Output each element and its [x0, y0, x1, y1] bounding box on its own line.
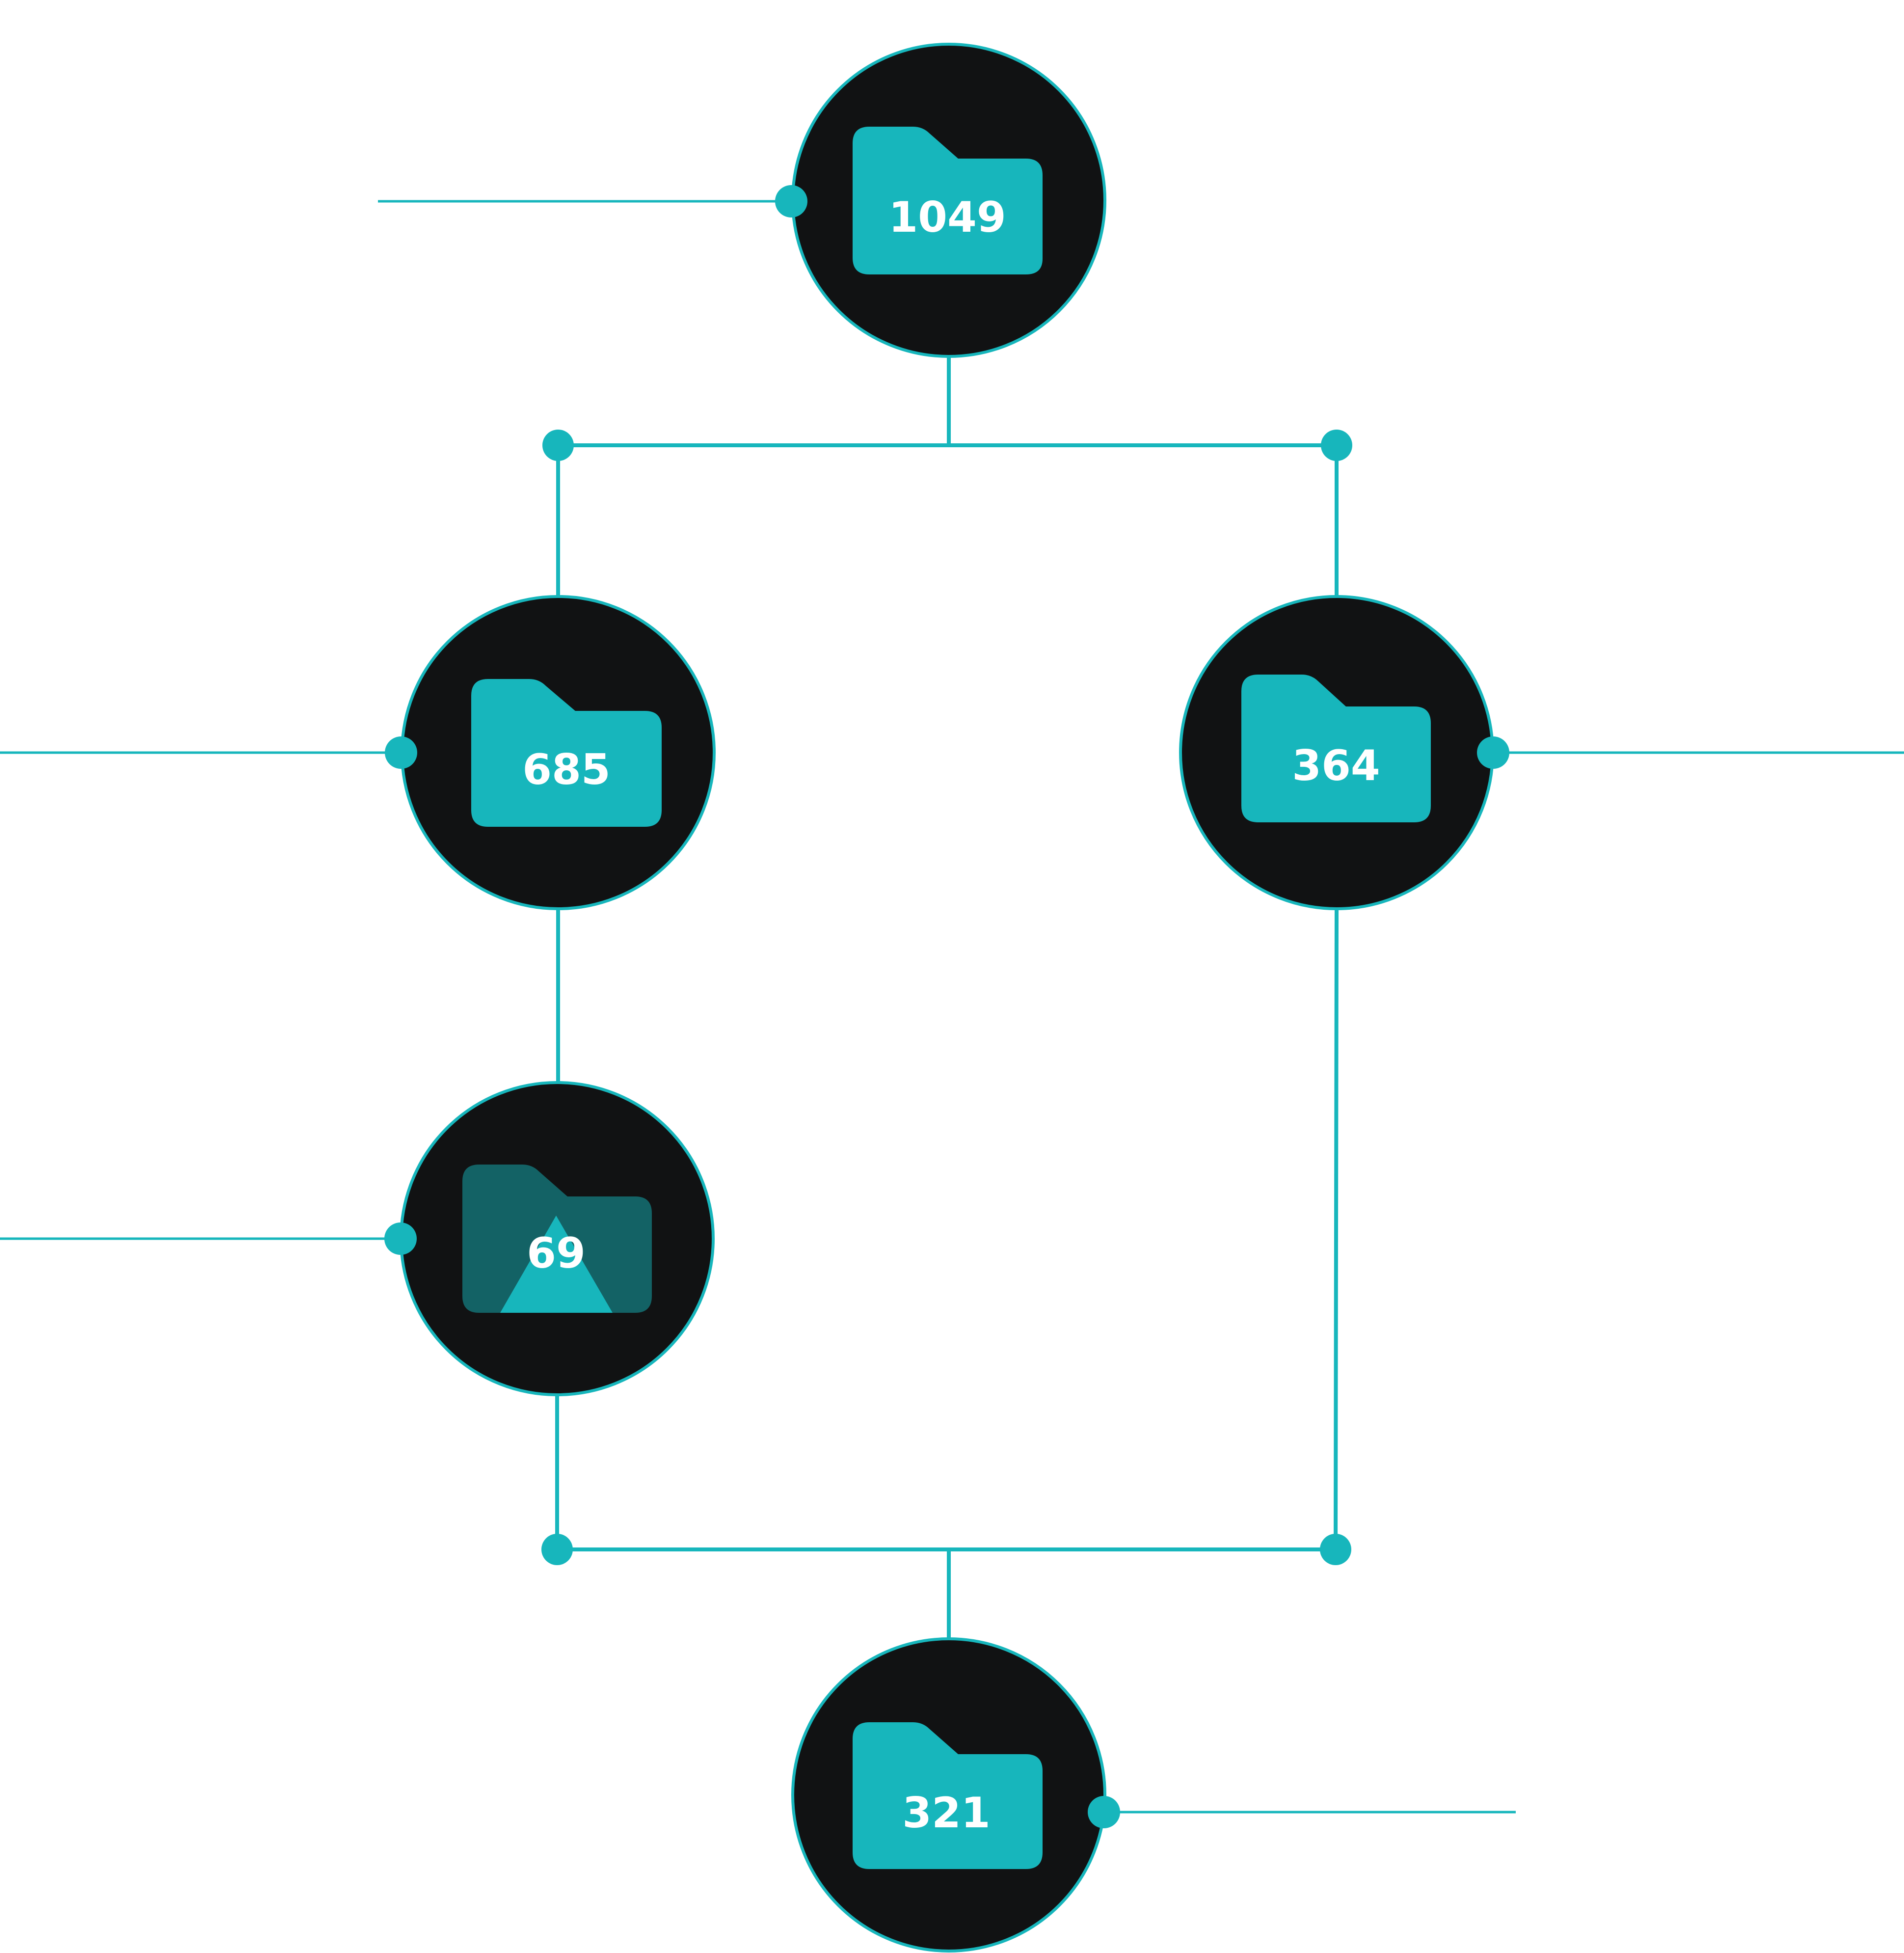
- node-count: 685: [522, 745, 611, 794]
- folder-icon: [853, 1722, 1043, 1869]
- tree-connectors: [555, 356, 1339, 1639]
- node-count: 321: [902, 1789, 991, 1838]
- left-port-dot: [385, 736, 417, 769]
- junction-dot: [1320, 1534, 1351, 1565]
- root-port-dot: [775, 185, 807, 217]
- bottom-port-dot: [1088, 1796, 1120, 1828]
- folder-node-bottom[interactable]: 321: [791, 1637, 1106, 1953]
- node-count: 1049: [888, 193, 1006, 242]
- folder-node-right[interactable]: 364: [1179, 595, 1494, 910]
- right-port-dot: [1477, 736, 1509, 769]
- folder-node-left[interactable]: 685: [401, 595, 716, 910]
- folder-icon: [471, 679, 662, 827]
- image-port-dot: [384, 1222, 417, 1255]
- junction-dot: [1321, 430, 1352, 461]
- junction-dot: [541, 1534, 573, 1565]
- folder-node-root[interactable]: 1049: [791, 43, 1106, 358]
- image-folder-icon: [462, 1165, 652, 1313]
- node-count: 364: [1292, 741, 1380, 790]
- folder-icon: [853, 127, 1043, 274]
- folder-icon: [1241, 675, 1431, 822]
- node-count: 69: [527, 1229, 586, 1278]
- folder-node-image[interactable]: 69: [400, 1081, 715, 1396]
- junction-dot: [542, 430, 574, 461]
